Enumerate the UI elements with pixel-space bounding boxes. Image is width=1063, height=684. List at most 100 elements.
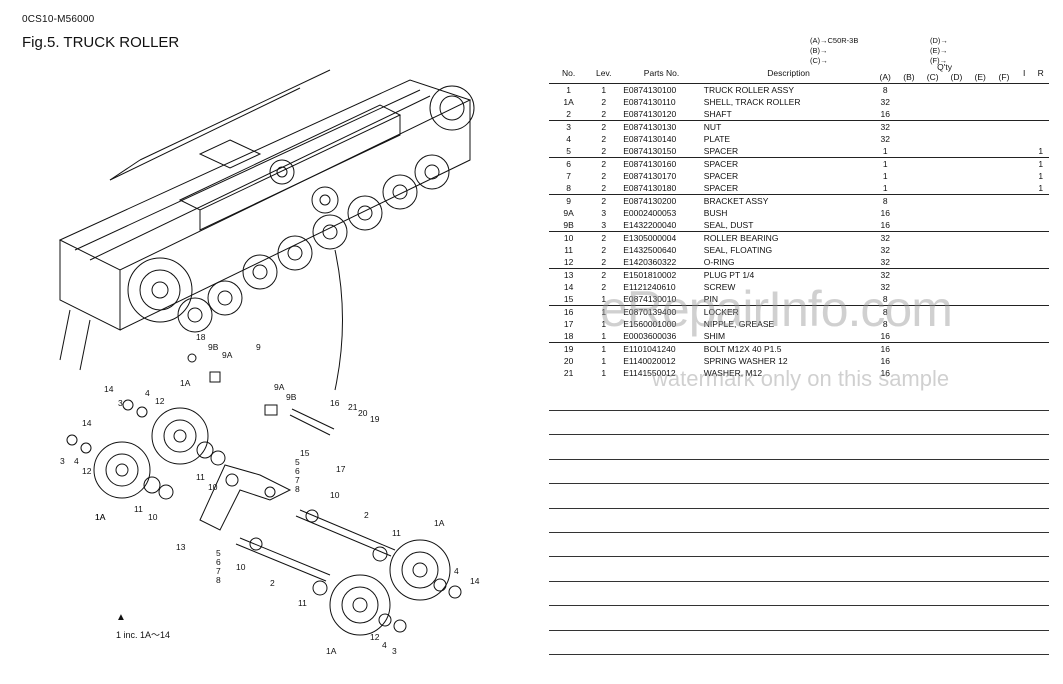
- cell-empty: [1015, 194, 1033, 207]
- cell-lev: 3: [601, 220, 607, 230]
- cell-no: 10: [549, 231, 589, 244]
- callout-label: 10: [330, 490, 340, 500]
- cell-r: [1032, 219, 1049, 232]
- cell-empty: [945, 207, 969, 219]
- cell-pn: E0874130160: [619, 157, 700, 170]
- cell-qa: 8: [873, 83, 898, 96]
- callout-labels: 18 9B 9A 9 1A 14 3 4 12 10 11 1A 14 3 4 …: [60, 332, 480, 656]
- col-header-qc: (C): [920, 72, 945, 84]
- cell-no: 13: [549, 268, 589, 281]
- cell-lev: 2: [601, 282, 607, 292]
- blank-line: [549, 483, 1049, 485]
- assembly-note: 1 inc. 1A〜14: [116, 630, 171, 640]
- cell-empty: [897, 170, 921, 182]
- cell-empty: [920, 120, 945, 133]
- cell-desc: SHIM: [703, 331, 726, 341]
- cell-qa: 32: [880, 245, 890, 255]
- cell-empty: [968, 133, 992, 145]
- cell-qa: 8: [882, 294, 888, 304]
- cell-empty: [992, 207, 1016, 219]
- cell-no: 18: [563, 331, 574, 341]
- cell-empty: [968, 355, 992, 367]
- cell-empty: [945, 145, 969, 158]
- cell-qa: 16: [880, 331, 890, 341]
- callout-label: 13: [176, 542, 186, 552]
- col-header-qa: (A): [873, 72, 898, 84]
- cell-desc: SPRING WASHER 12: [703, 356, 788, 366]
- col-header-qty: Q'ty: [937, 62, 953, 72]
- callout-label: 14: [104, 384, 114, 394]
- cell-empty: [945, 244, 969, 256]
- cell-r: [1032, 355, 1049, 367]
- cell-r: [1032, 194, 1049, 207]
- cell-lev: 2: [601, 171, 607, 181]
- cell-empty: [968, 83, 993, 96]
- cell-empty: [992, 83, 1016, 96]
- cell-no: 1: [549, 83, 589, 96]
- col-header-no: No.: [562, 67, 576, 78]
- cell-empty: [992, 244, 1016, 256]
- cell-pn: E1305000004: [619, 231, 700, 244]
- cell-empty: [992, 330, 1016, 343]
- cell-no: 2: [566, 109, 571, 119]
- cell-empty: [968, 207, 992, 219]
- cell-empty: [992, 133, 1016, 145]
- cell-lev: 2: [601, 146, 607, 156]
- cell-empty: [1015, 157, 1033, 170]
- cell-no: 11: [564, 245, 574, 255]
- cell-empty: [945, 96, 969, 108]
- cell-r: [1032, 244, 1049, 256]
- callout-label: 12: [155, 396, 165, 406]
- cell-pn: E0874130110: [623, 97, 676, 107]
- cell-no: 15: [563, 294, 574, 304]
- cell-empty: [897, 219, 921, 232]
- cell-empty: [897, 157, 921, 170]
- cell-no: 9A: [563, 208, 574, 218]
- cell-r: 1: [1038, 146, 1044, 156]
- cell-empty: [992, 256, 1016, 269]
- cell-pn: E1141550012: [623, 368, 676, 378]
- callout-label: 4: [382, 640, 387, 650]
- cell-lev: 1: [601, 319, 607, 329]
- cell-empty: [921, 244, 945, 256]
- cell-empty: [992, 281, 1016, 293]
- cell-pn: E1501810002: [619, 268, 700, 281]
- cell-empty: [968, 219, 992, 232]
- cell-empty: [920, 305, 945, 318]
- cell-empty: [968, 305, 993, 318]
- callout-label: 12: [82, 466, 92, 476]
- cell-lev: 3: [601, 208, 607, 218]
- cell-empty: [897, 305, 921, 318]
- cell-empty: [992, 318, 1016, 330]
- cell-r: [1032, 231, 1049, 244]
- cell-lev: 2: [588, 231, 620, 244]
- blank-line: [549, 458, 1049, 460]
- blank-line: [549, 654, 1049, 655]
- cell-empty: [968, 120, 993, 133]
- cell-qa: 1: [882, 183, 888, 193]
- blank-line: [549, 629, 1049, 631]
- cell-empty: [897, 133, 921, 145]
- callout-label: 10: [236, 562, 246, 572]
- cell-empty: [897, 256, 921, 269]
- cell-pn: E1140020012: [623, 356, 676, 366]
- cell-lev: 2: [601, 134, 607, 144]
- cell-empty: [1016, 145, 1033, 158]
- callout-label: 14: [82, 418, 92, 428]
- cell-empty: [897, 145, 921, 158]
- cell-qa: 16: [880, 208, 890, 218]
- cell-no: 14: [563, 282, 574, 292]
- callout-label: 9B: [286, 392, 297, 402]
- cell-qa: 32: [880, 257, 890, 267]
- cell-pn: E1121240610: [623, 282, 676, 292]
- cell-pn: E1432500640: [623, 245, 677, 255]
- cell-empty: [992, 367, 1016, 379]
- cell-empty: [968, 96, 992, 108]
- cell-empty: [968, 281, 992, 293]
